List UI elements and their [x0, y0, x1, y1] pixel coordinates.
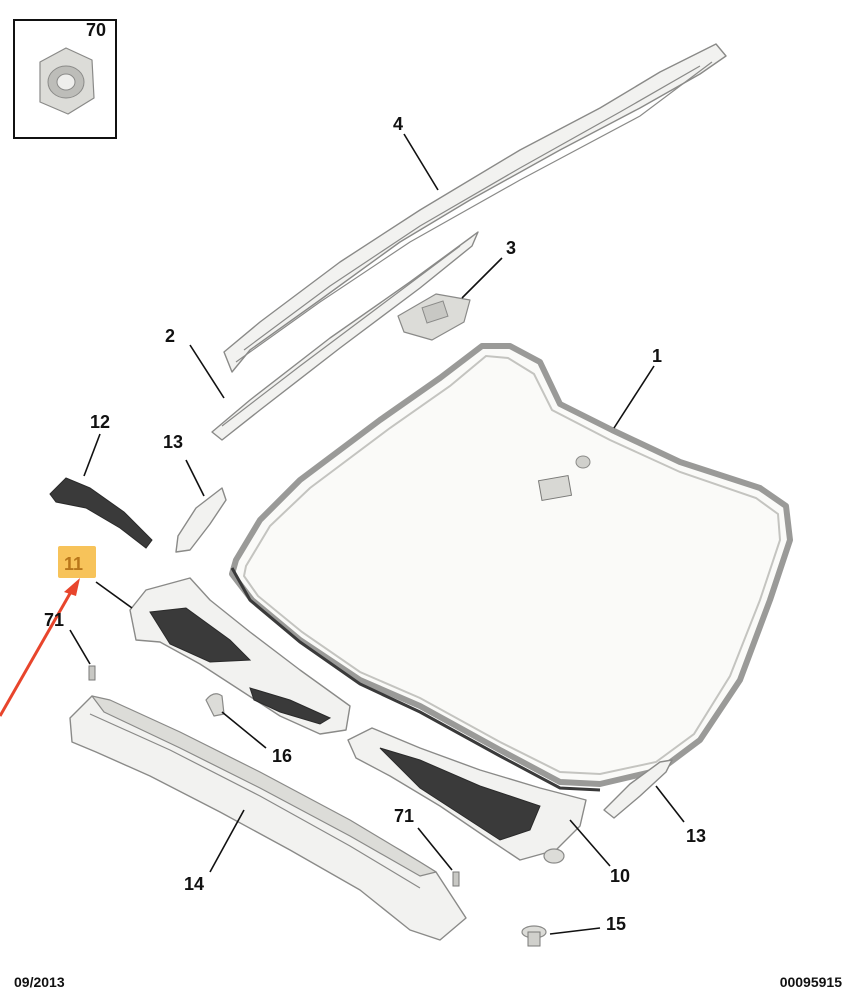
label-3: 3 — [506, 238, 516, 258]
leader-71b — [417, 827, 453, 871]
leader-71a — [69, 629, 91, 665]
label-14: 14 — [184, 874, 204, 894]
part-71-clip-right: 71 — [394, 806, 460, 887]
part-2-rail: 2 — [165, 231, 479, 441]
label-71b: 71 — [394, 806, 414, 826]
pointer-arrow — [0, 589, 74, 717]
label-13a: 13 — [163, 432, 183, 452]
label-11: 11 — [64, 554, 83, 574]
leader-14 — [209, 809, 245, 873]
label-71a: 71 — [44, 610, 64, 630]
label-12: 12 — [90, 412, 110, 432]
label-15: 15 — [606, 914, 626, 934]
leader-15 — [549, 927, 601, 935]
label-70: 70 — [86, 20, 106, 40]
label-11-highlight — [58, 546, 96, 578]
leader-4 — [403, 133, 439, 191]
leader-16 — [221, 711, 267, 749]
part-1-windscreen: 1 — [229, 343, 793, 792]
footer-date: 09/2013 — [14, 974, 65, 990]
leader-3 — [461, 257, 503, 299]
label-13b: 13 — [686, 826, 706, 846]
part-15-clip: 15 — [521, 914, 626, 947]
part-10-cowl-right: 10 — [347, 727, 630, 886]
leader-11 — [95, 581, 133, 609]
part-14-cross-member: 14 — [69, 695, 467, 941]
part-4-upper-rail: 4 — [223, 43, 727, 373]
leader-2 — [189, 344, 225, 399]
part-71-clip-left: 71 — [44, 610, 96, 681]
arrow-head-icon — [64, 578, 80, 596]
leader-12 — [83, 433, 101, 477]
part-13-wedge-upper: 13 — [163, 432, 227, 553]
footer-reference: 00095915 — [779, 974, 842, 990]
part-12-mesh-trim: 12 — [49, 412, 153, 549]
part-3-bracket: 3 — [397, 238, 516, 341]
label-4: 4 — [393, 114, 403, 134]
label-10: 10 — [610, 866, 630, 886]
part-70-inset: 70 — [13, 19, 117, 139]
label-16: 16 — [272, 746, 292, 766]
leader-13b — [655, 785, 685, 823]
label-1: 1 — [652, 346, 662, 366]
part-13-strip-lower: 13 — [603, 759, 706, 846]
leader-13a — [185, 459, 205, 497]
part-11-cowl-left: 11 — [0, 546, 351, 735]
part-16-clip: 16 — [205, 693, 292, 766]
label-2: 2 — [165, 326, 175, 346]
leader-1 — [613, 365, 655, 429]
leader-10 — [569, 819, 611, 867]
